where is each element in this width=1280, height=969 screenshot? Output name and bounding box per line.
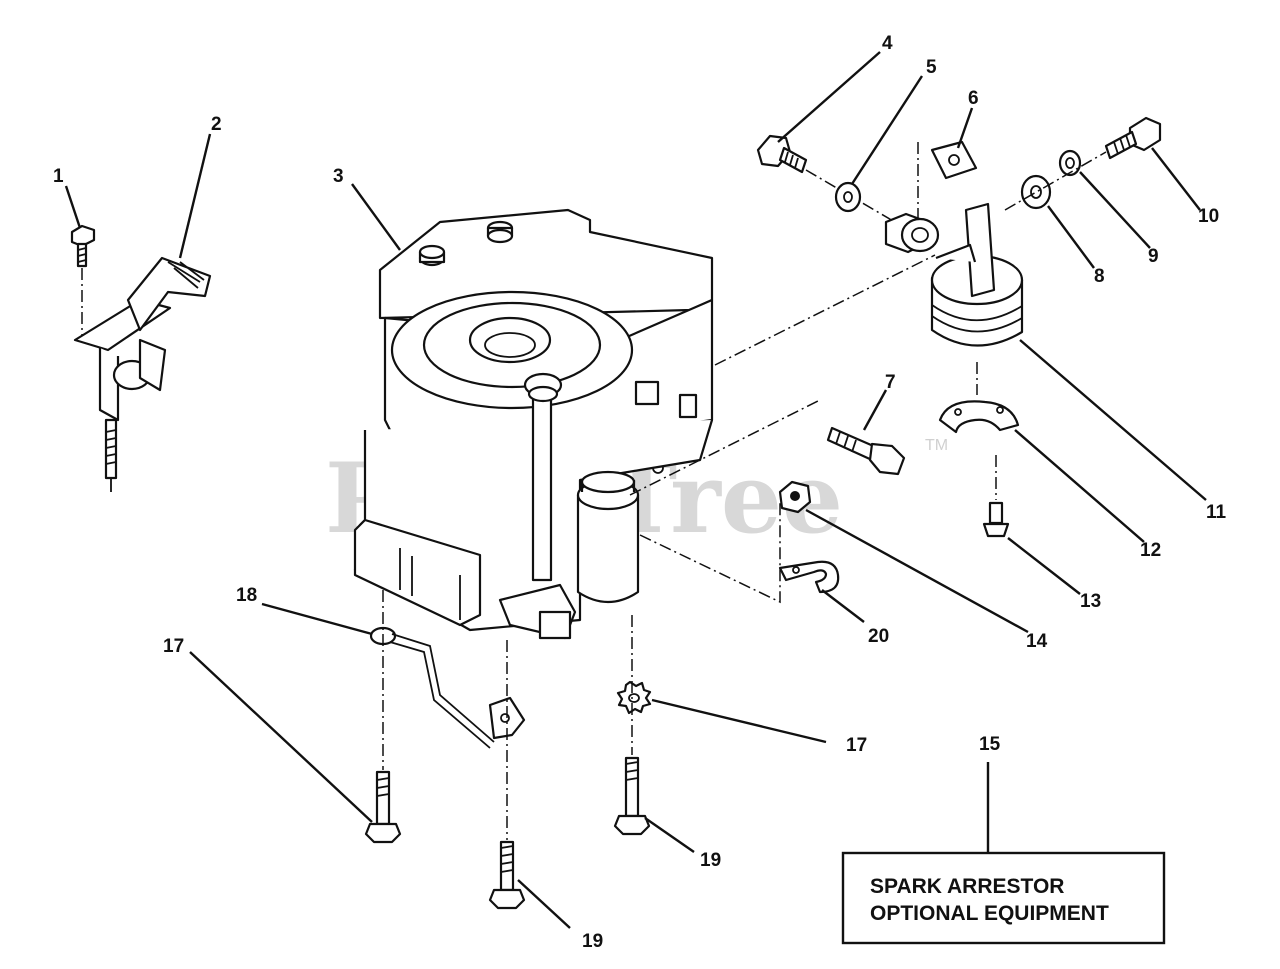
callout-labels: 1 2 3 4 5 6 7 8 9 10 11 12 13 14 15 17 1… <box>53 33 1227 952</box>
part-12-shield <box>938 400 1020 434</box>
part-11-muffler <box>884 202 1024 347</box>
callout-7: 7 <box>885 372 896 393</box>
align-line-10 <box>1004 151 1107 211</box>
part-2-throttle-control <box>73 256 212 492</box>
callout-6: 6 <box>968 88 979 109</box>
callout-12: 12 <box>1140 540 1161 561</box>
part-20-clip <box>778 560 840 594</box>
part-18-tube <box>369 626 526 749</box>
callout-10: 10 <box>1198 206 1219 227</box>
part-13-screw <box>982 501 1010 538</box>
part-17-star-washer <box>616 680 652 715</box>
spark-arrestor-note: SPARK ARRESTOR OPTIONAL EQUIPMENT <box>841 851 1166 945</box>
part-19-bolt-mid <box>488 840 526 910</box>
callout-4: 4 <box>882 33 893 54</box>
callout-2: 2 <box>211 114 222 135</box>
part-19-bolt-right <box>613 756 651 836</box>
align-line-14 <box>629 399 821 496</box>
callout-11: 11 <box>1206 502 1227 523</box>
part-10-bolt <box>1104 116 1162 160</box>
callout-1: 1 <box>53 166 64 187</box>
callout-20: 20 <box>868 626 889 647</box>
watermark-trademark: TM <box>925 437 948 454</box>
part-9-lockwasher <box>1058 149 1082 177</box>
part-14-nut <box>778 480 812 514</box>
callout-18: 18 <box>236 585 257 606</box>
align-line-20 <box>639 500 781 604</box>
callout-17-right: 17 <box>846 735 867 756</box>
note-box <box>841 851 1166 945</box>
callout-17-left: 17 <box>163 636 184 657</box>
part-8-washer <box>1020 174 1052 210</box>
part-4-bolt <box>756 134 808 174</box>
callout-3: 3 <box>333 166 344 187</box>
align-line-muffler <box>714 254 936 366</box>
leader-lines <box>64 51 1207 929</box>
part-6-gasket <box>930 140 978 180</box>
part-7-bolt <box>826 426 906 476</box>
callout-19-right: 19 <box>700 850 721 871</box>
callout-13: 13 <box>1080 591 1101 612</box>
part-1-bolt <box>70 224 96 268</box>
part-3-engine <box>353 208 714 640</box>
callout-9: 9 <box>1148 246 1159 267</box>
callout-15: 15 <box>979 734 1001 755</box>
part-bolt-left <box>364 770 402 844</box>
callout-14: 14 <box>1026 631 1048 652</box>
note-line-1: SPARK ARRESTOR <box>870 875 1064 898</box>
part-5-washer <box>834 181 862 213</box>
callout-5: 5 <box>926 57 937 78</box>
callout-19-bottom: 19 <box>582 931 603 952</box>
callout-8: 8 <box>1094 266 1105 287</box>
note-line-2: OPTIONAL EQUIPMENT <box>870 902 1109 925</box>
